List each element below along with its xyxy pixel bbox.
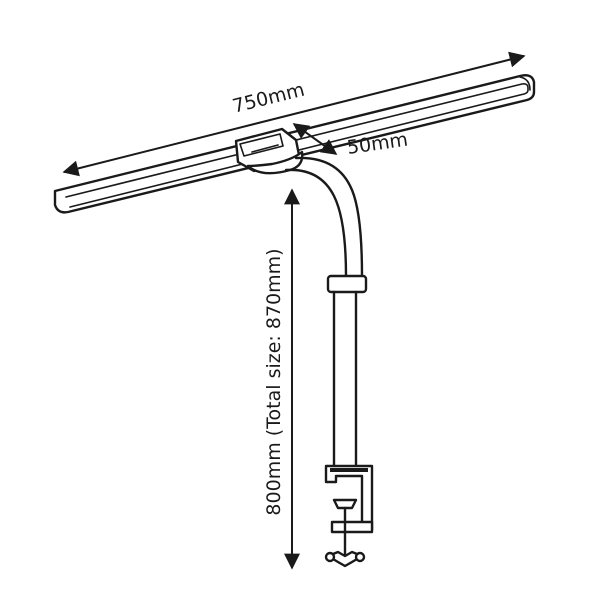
desk-clamp — [324, 464, 374, 568]
lamp-arm — [246, 150, 368, 468]
clamp-lower-jaw — [330, 520, 374, 534]
light-bar-inner-edge — [65, 83, 529, 208]
clamp-knob-left-ball — [324, 551, 336, 563]
length-label: 750mm — [230, 79, 306, 118]
length-arrow — [62, 51, 526, 177]
clamp-frame — [324, 464, 374, 532]
clamp-top-plate — [330, 468, 368, 472]
clamp-knob-right-ball — [354, 551, 366, 563]
height-label: 800mm (Total size: 870mm) — [263, 248, 285, 515]
bar-mount-groove — [251, 144, 279, 153]
arm-joint — [246, 150, 304, 175]
arm-curve-inner — [294, 156, 364, 278]
height-dimension: 800mm (Total size: 870mm) — [263, 188, 300, 570]
arm-collar — [326, 274, 368, 294]
arm-curve-outer — [284, 168, 348, 278]
clamp-pad — [332, 498, 358, 510]
width-arrow — [292, 123, 338, 155]
bar-mount-top-face — [239, 133, 284, 157]
light-bar-endcap-right — [519, 76, 531, 91]
